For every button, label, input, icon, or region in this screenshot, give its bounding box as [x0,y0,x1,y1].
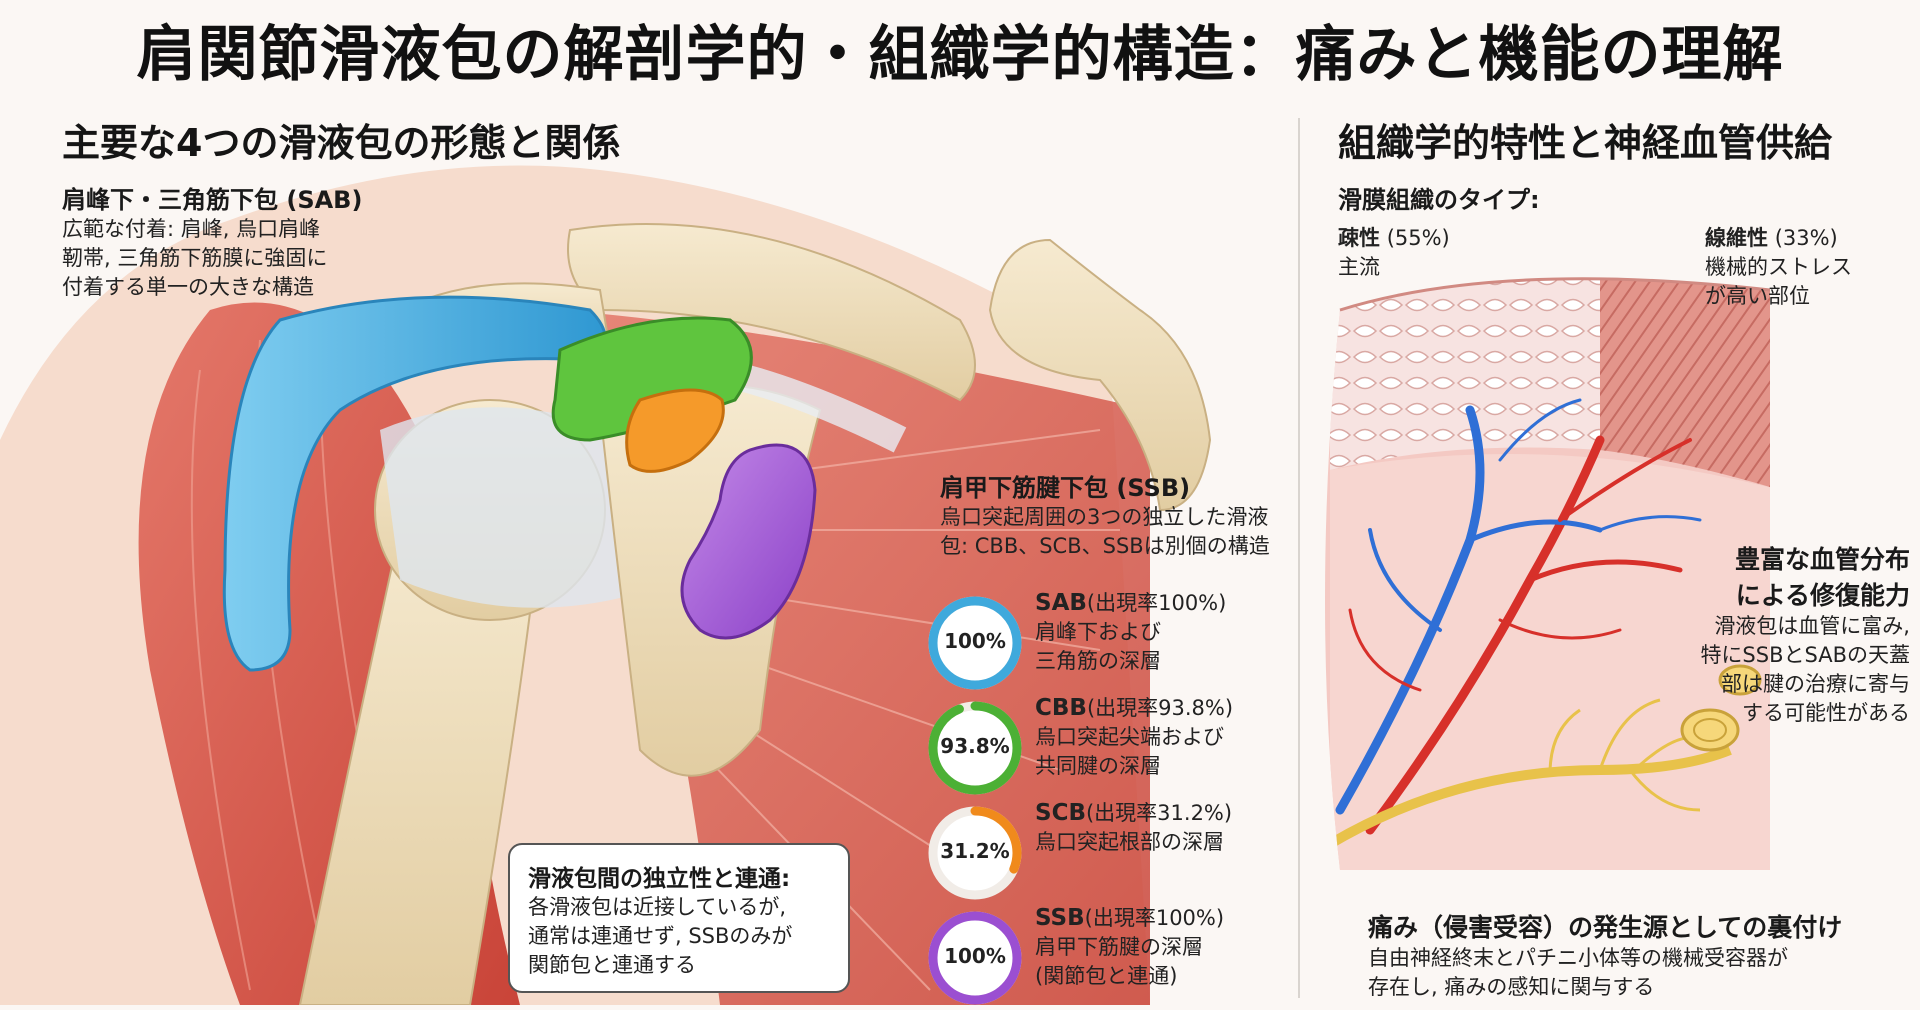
vascular-line: 部は腱の治療に寄与 [1721,672,1910,696]
vascular-title: 豊富な血管分布 [1734,545,1910,574]
occurrence-ring [928,806,1022,900]
sab-bursa [222,295,607,672]
legend-row-cbb: 93.8% CBB(出現率93.8%) 烏口突起尖端および共同腱の深層 [925,690,1285,800]
scb-bursa [625,388,725,473]
fibrous-tissue-desc: が高い部位 [1705,284,1810,308]
fibrous-tissue-label: 線維性 (33%) 機械的ストレス が高い部位 [1705,224,1915,311]
legend-bursa-name: CBB [1035,695,1087,721]
occurrence-ring [928,596,1022,690]
legend-row-scb: 31.2% SCB(出現率31.2%) 烏口突起根部の深層 [925,795,1285,905]
connection-box-line: 各滑液包は近接しているが, [528,895,787,919]
loose-tissue-pct: (55%) [1386,226,1450,250]
legend-row-sab: 100% SAB(出現率100%) 肩峰下および三角筋の深層 [925,585,1285,695]
pain-line: 存在し, 痛みの感知に関与する [1368,975,1655,999]
loose-tissue-label: 疎性 (55%) 主流 [1338,224,1538,282]
pain-line: 自由神経終末とパチニ小体等の機械受容器が [1368,946,1788,970]
legend-bursa-name: SAB [1035,590,1087,616]
pain-title: 痛み（侵害受容）の発生源としての裏付け [1368,913,1843,942]
sab-callout-line: 付着する単一の大きな構造 [62,275,314,299]
legend-bursa-name: SSB [1035,905,1085,931]
legend-rate: (出現率100%) [1084,906,1225,930]
fibrous-tissue-pct: (33%) [1774,226,1838,250]
connection-box-title: 滑液包間の独立性と連通: [528,866,791,892]
legend-desc: 肩甲下筋腱の深層 [1035,935,1203,959]
legend-desc: 肩峰下および [1035,620,1161,644]
sab-callout: 肩峰下・三角筋下包 (SAB) 広範な付着: 肩峰, 烏口肩峰 靭帯, 三角筋下… [62,180,462,302]
ssb-bursa [680,443,817,640]
page-title: 肩関節滑液包の解剖学的・組織学的構造：痛みと機能の理解 [136,20,1784,90]
ssb-callout-title: 肩甲下筋腱下包 (SSB) [940,474,1191,502]
fibrous-tissue-name: 線維性 [1705,226,1768,250]
legend-desc: 共同腱の深層 [1035,754,1161,778]
occurrence-ring [928,701,1022,795]
ssb-callout-line: 烏口突起周囲の3つの独立した滑液 [940,505,1269,529]
vascular-line: 滑液包は血管に富み, [1714,614,1910,638]
loose-tissue-desc: 主流 [1338,255,1380,279]
legend-bursa-name: SCB [1035,800,1086,826]
pain-callout: 痛み（侵害受容）の発生源としての裏付け 自由神経終末とパチニ小体等の機械受容器が… [1368,908,1908,1002]
loose-tissue-name: 疎性 [1338,226,1380,250]
vascular-title: による修復能力 [1735,581,1910,610]
occurrence-percent: 100% [944,944,1006,968]
legend-rate: (出現率31.2%) [1085,801,1233,825]
sab-callout-line: 靭帯, 三角筋下筋膜に強固に [62,246,328,270]
fibrous-tissue-desc: 機械的ストレス [1705,255,1852,279]
section-divider [1298,118,1300,998]
legend-rate: (出現率100%) [1086,591,1227,615]
right-section-heading: 組織学的特性と神経血管供給 [1338,121,1833,165]
occurrence-ring [928,911,1022,1005]
vascular-callout: 豊富な血管分布 による修復能力 滑液包は血管に富み, 特にSSBとSABの天蓋 … [1620,540,1910,728]
sab-callout-title: 肩峰下・三角筋下包 (SAB) [62,186,363,214]
legend-text: SCB(出現率31.2%) 烏口突起根部の深層 [1035,799,1285,857]
legend-text: CBB(出現率93.8%) 烏口突起尖端および共同腱の深層 [1035,694,1285,781]
legend-rate: (出現率93.8%) [1086,696,1234,720]
connection-box-line: 通常は連通せず, SSBのみが [528,924,793,948]
legend-desc: 三角筋の深層 [1035,649,1161,673]
shoulder-anatomy-illustration [0,165,1212,1005]
sab-callout-line: 広範な付着: 肩峰, 烏口肩峰 [62,217,321,241]
histology-illustration [1325,277,1771,870]
legend-row-ssb: 100% SSB(出現率100%) 肩甲下筋腱の深層 (関節包と連通) [925,900,1285,1010]
vascular-line: する可能性がある [1742,701,1910,725]
occurrence-percent: 93.8% [940,734,1010,758]
legend-text: SAB(出現率100%) 肩峰下および三角筋の深層 [1035,589,1285,676]
legend-desc: (関節包と連通) [1035,964,1178,988]
connection-box-line: 関節包と連通する [528,953,696,977]
left-section-heading: 主要な4つの滑液包の形態と関係 [62,121,621,165]
vascular-line: 特にSSBとSABの天蓋 [1700,643,1910,667]
ssb-callout-line: 包: CBB、SCB、SSBは別個の構造 [940,534,1270,558]
ssb-callout: 肩甲下筋腱下包 (SSB) 烏口突起周囲の3つの独立した滑液 包: CBB、SC… [940,468,1300,561]
occurrence-percent: 100% [944,629,1006,653]
occurrence-percent: 31.2% [940,839,1010,863]
legend-desc: 烏口突起根部の深層 [1035,830,1224,854]
legend-text: SSB(出現率100%) 肩甲下筋腱の深層 (関節包と連通) [1035,904,1285,991]
connection-info-box: 滑液包間の独立性と連通: 各滑液包は近接しているが, 通常は連通せず, SSBの… [508,843,850,993]
tissue-type-label: 滑膜組織のタイプ: [1338,186,1540,214]
legend-desc: 烏口突起尖端および [1035,725,1224,749]
